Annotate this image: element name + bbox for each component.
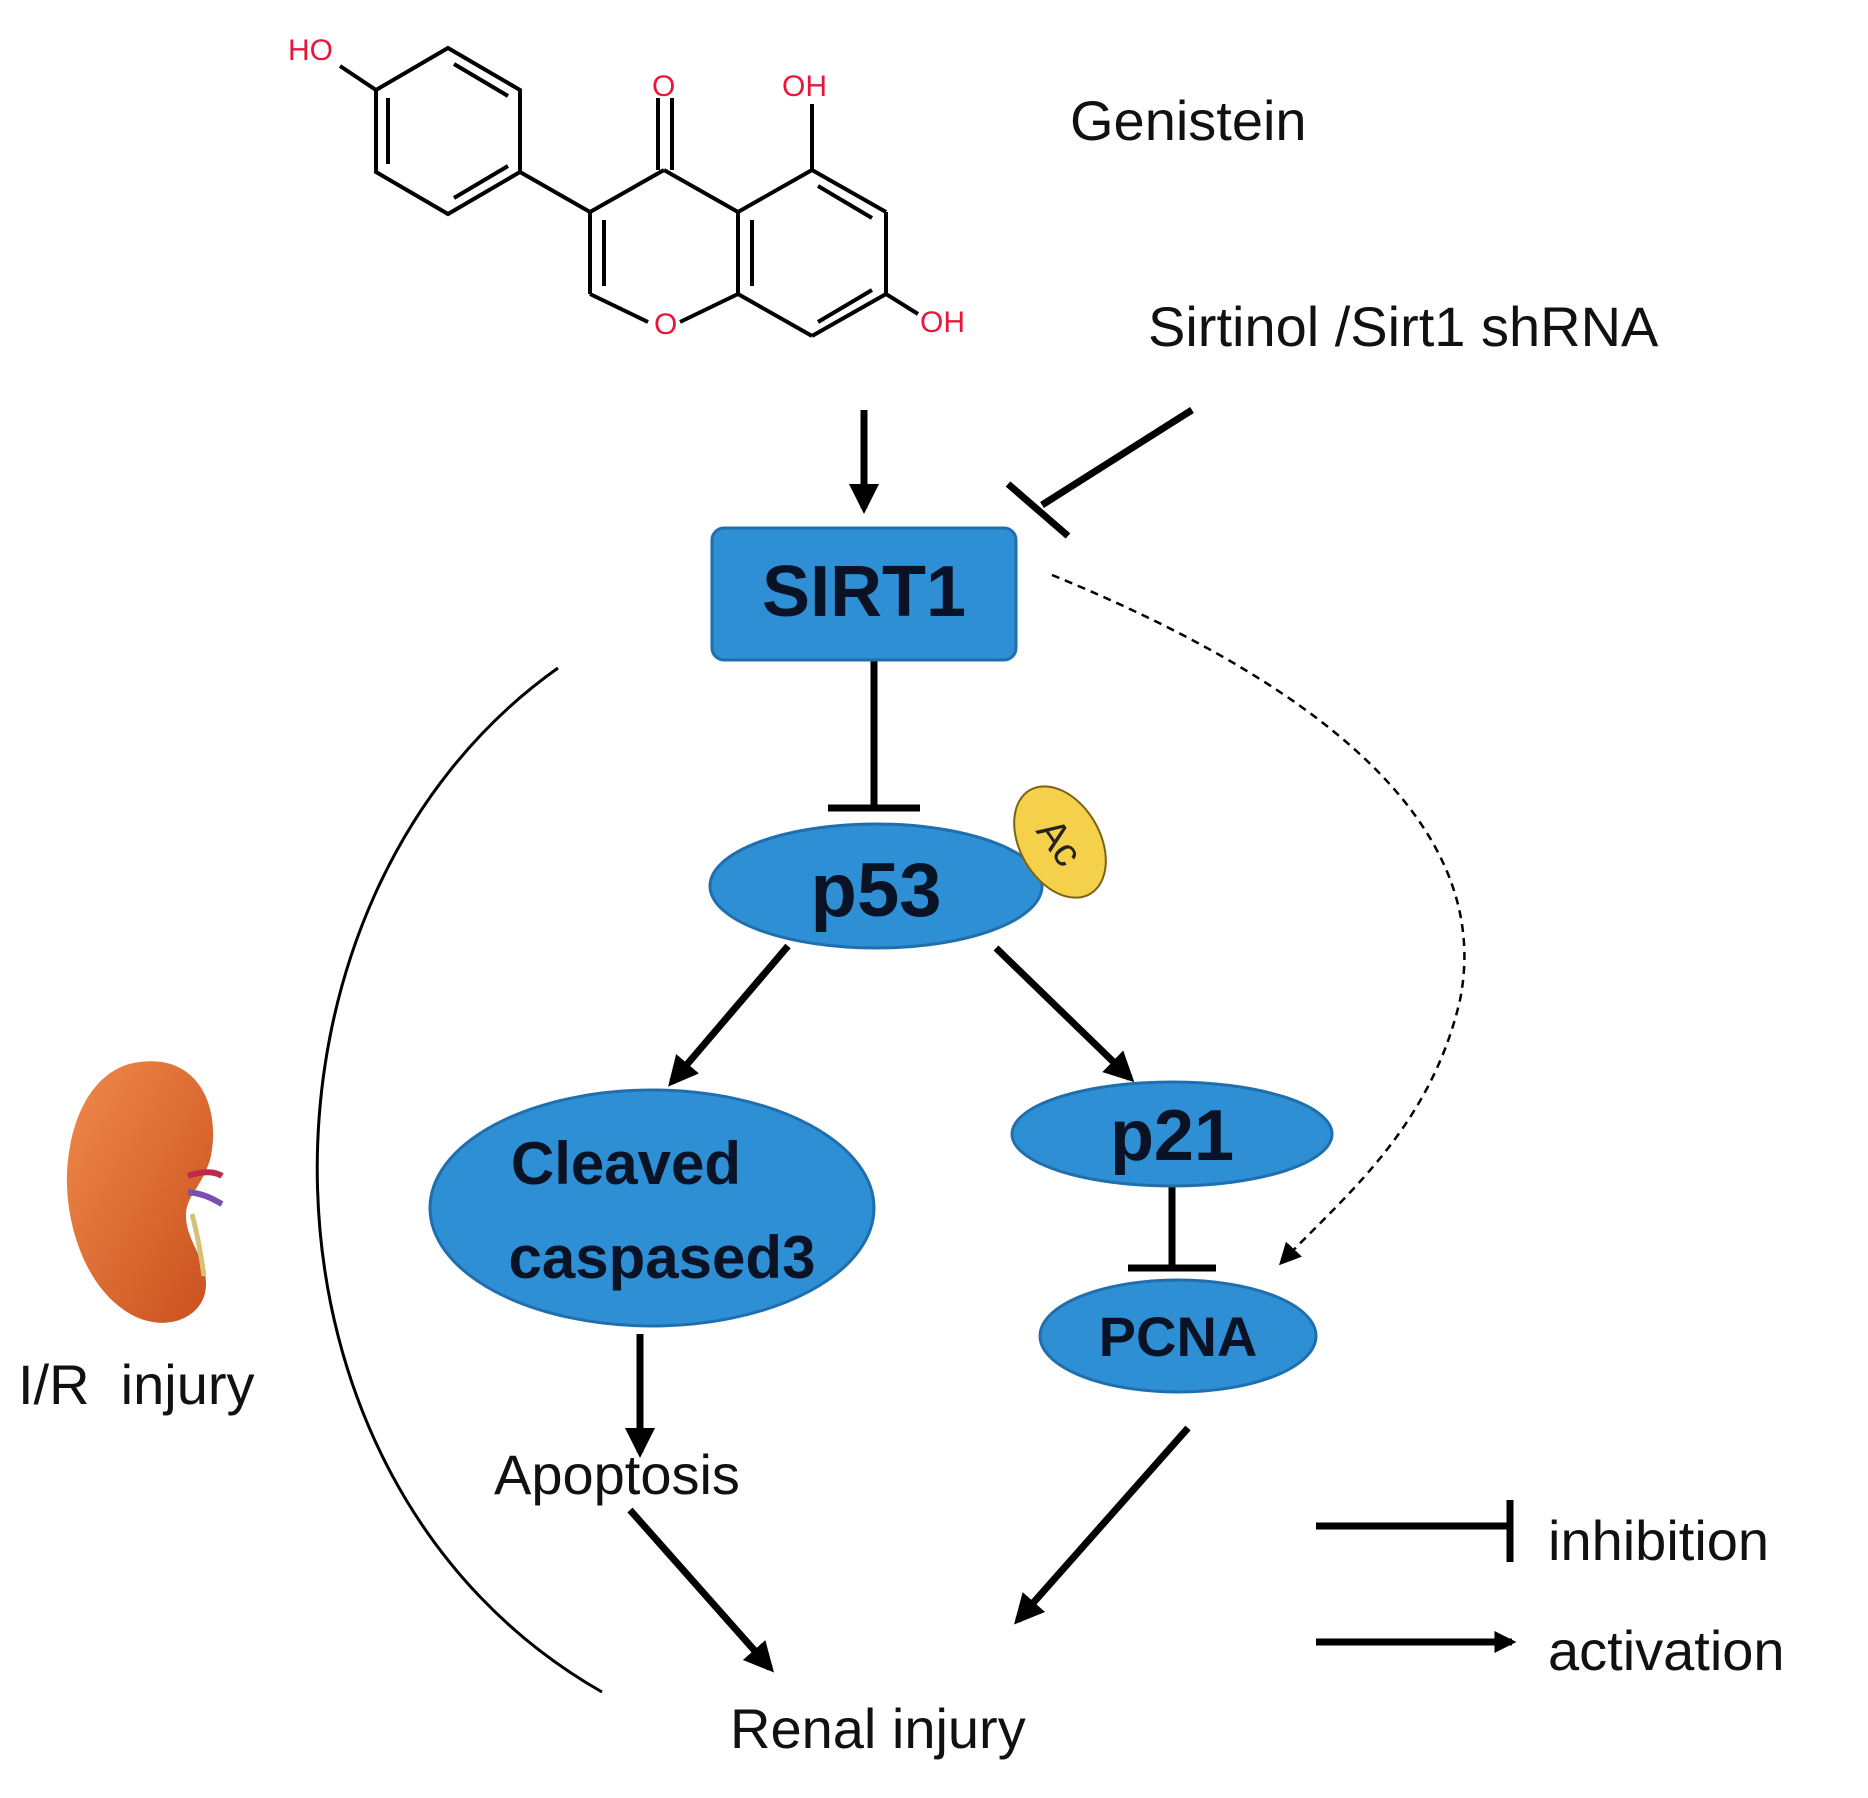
- p53-to-p21-arrow: [993, 945, 1135, 1083]
- caspase-label-line1: Cleaved: [511, 1130, 741, 1197]
- pcna-node: PCNA: [1038, 1278, 1318, 1394]
- legend-activation-label: activation: [1548, 1619, 1785, 1682]
- p53-label: p53: [811, 848, 942, 933]
- sirt1-to-pcna-dashed-arrow: [1051, 573, 1466, 1266]
- oh-bottom-label: OH: [920, 306, 965, 339]
- p53-to-caspase-arrow: [668, 943, 791, 1087]
- apoptosis-label: Apoptosis: [494, 1443, 740, 1506]
- legend-inhibition-label: inhibition: [1548, 1509, 1769, 1572]
- p21-node: p21: [1010, 1080, 1334, 1188]
- legend: inhibition activation: [1316, 1500, 1785, 1682]
- inhibitor-label: Sirtinol /Sirt1 shRNA: [1148, 295, 1659, 358]
- ring-o-label: O: [654, 308, 677, 341]
- oh-top-label: OH: [782, 70, 827, 103]
- inhibitor-to-sirt1-inhibition: [1005, 407, 1194, 539]
- p21-label: p21: [1110, 1096, 1234, 1176]
- ir-injury-label: I/R injury: [18, 1353, 255, 1416]
- renal-injury-label: Renal injury: [730, 1697, 1026, 1760]
- sirt1-label: SIRT1: [762, 552, 966, 632]
- sirt1-node: SIRT1: [710, 526, 1018, 662]
- caspase-label-line2: caspased3: [509, 1224, 816, 1291]
- ho-label: HO: [288, 34, 333, 67]
- kidney-icon: [66, 1061, 224, 1323]
- ac-badge: Ac: [1013, 785, 1107, 899]
- caspase-node: Cleaved caspased3: [428, 1088, 876, 1328]
- sirt1-to-p53-inhibition: [828, 660, 920, 812]
- genistein-structure: HO O OH O OH: [288, 34, 965, 341]
- genistein-label: Genistein: [1070, 89, 1307, 152]
- p21-to-pcna-inhibition: [1128, 1186, 1216, 1272]
- p53-node: p53: [708, 822, 1044, 950]
- legend-inhibition-symbol: [1316, 1500, 1514, 1562]
- pcna-to-renal-injury-arrow: [1014, 1425, 1191, 1625]
- carbonyl-o-label: O: [652, 70, 675, 103]
- apoptosis-to-renal-injury-arrow: [627, 1507, 774, 1673]
- ir-injury-arc: [315, 666, 603, 1694]
- pcna-label: PCNA: [1099, 1305, 1258, 1368]
